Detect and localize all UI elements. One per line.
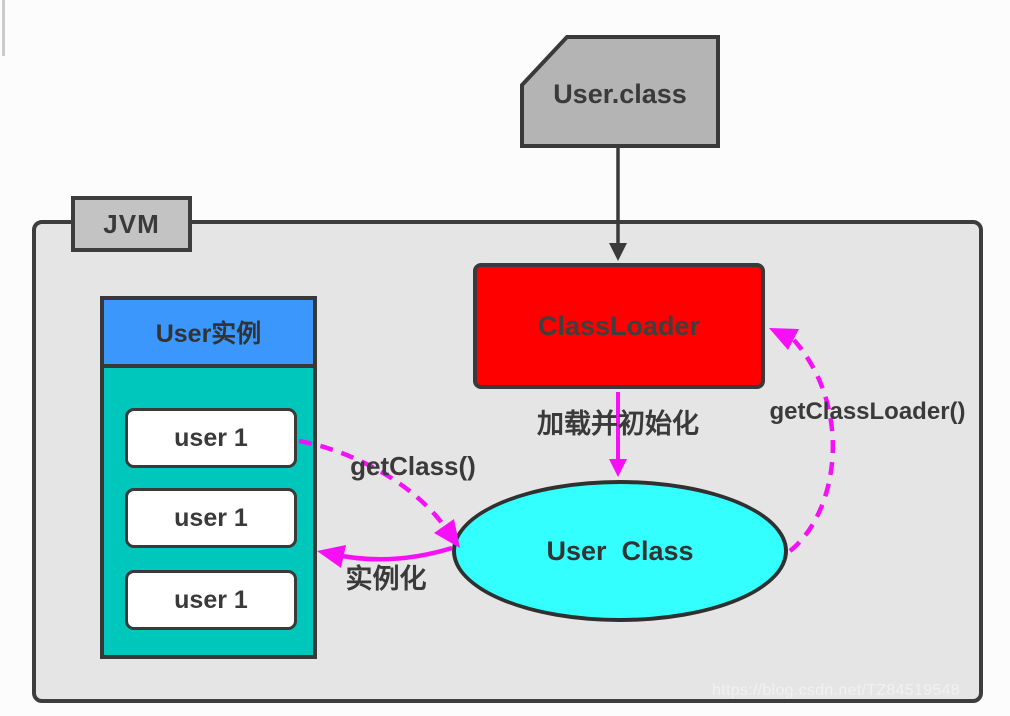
user-instances-header-text: User实例	[155, 320, 262, 348]
user-class-node: User Class	[452, 480, 788, 622]
csdn-watermark: https://blog.csdn.net/TZ84519548	[712, 682, 960, 699]
user-instance-label: user 1	[174, 503, 248, 532]
user-instance-box-3: user 1	[125, 570, 297, 630]
user-instances-panel: User实例 user 1 user 1 user 1	[100, 296, 317, 659]
user-instance-label: user 1	[174, 423, 248, 452]
user-instances-header: User实例	[104, 300, 313, 368]
classloader-node: ClassLoader	[473, 263, 765, 389]
user-class-node-text: User Class	[546, 535, 694, 566]
screen-edge-artifact	[2, 0, 5, 56]
user-class-file-label: User.class	[553, 79, 687, 110]
jvm-label: JVM	[71, 196, 192, 252]
user-instance-box-2: user 1	[125, 488, 297, 548]
classloader-node-text: ClassLoader	[537, 310, 701, 341]
get-classloader-edge-label: getClassLoader()	[769, 397, 966, 425]
jvm-label-text: JVM	[103, 208, 160, 239]
user-instance-box-1: user 1	[125, 408, 297, 468]
get-class-edge-label: getClass()	[350, 450, 476, 481]
instantiate-edge-label: 实例化	[345, 564, 427, 595]
load-init-edge-label: 加载并初始化	[537, 409, 699, 440]
user-instance-label: user 1	[174, 585, 248, 614]
